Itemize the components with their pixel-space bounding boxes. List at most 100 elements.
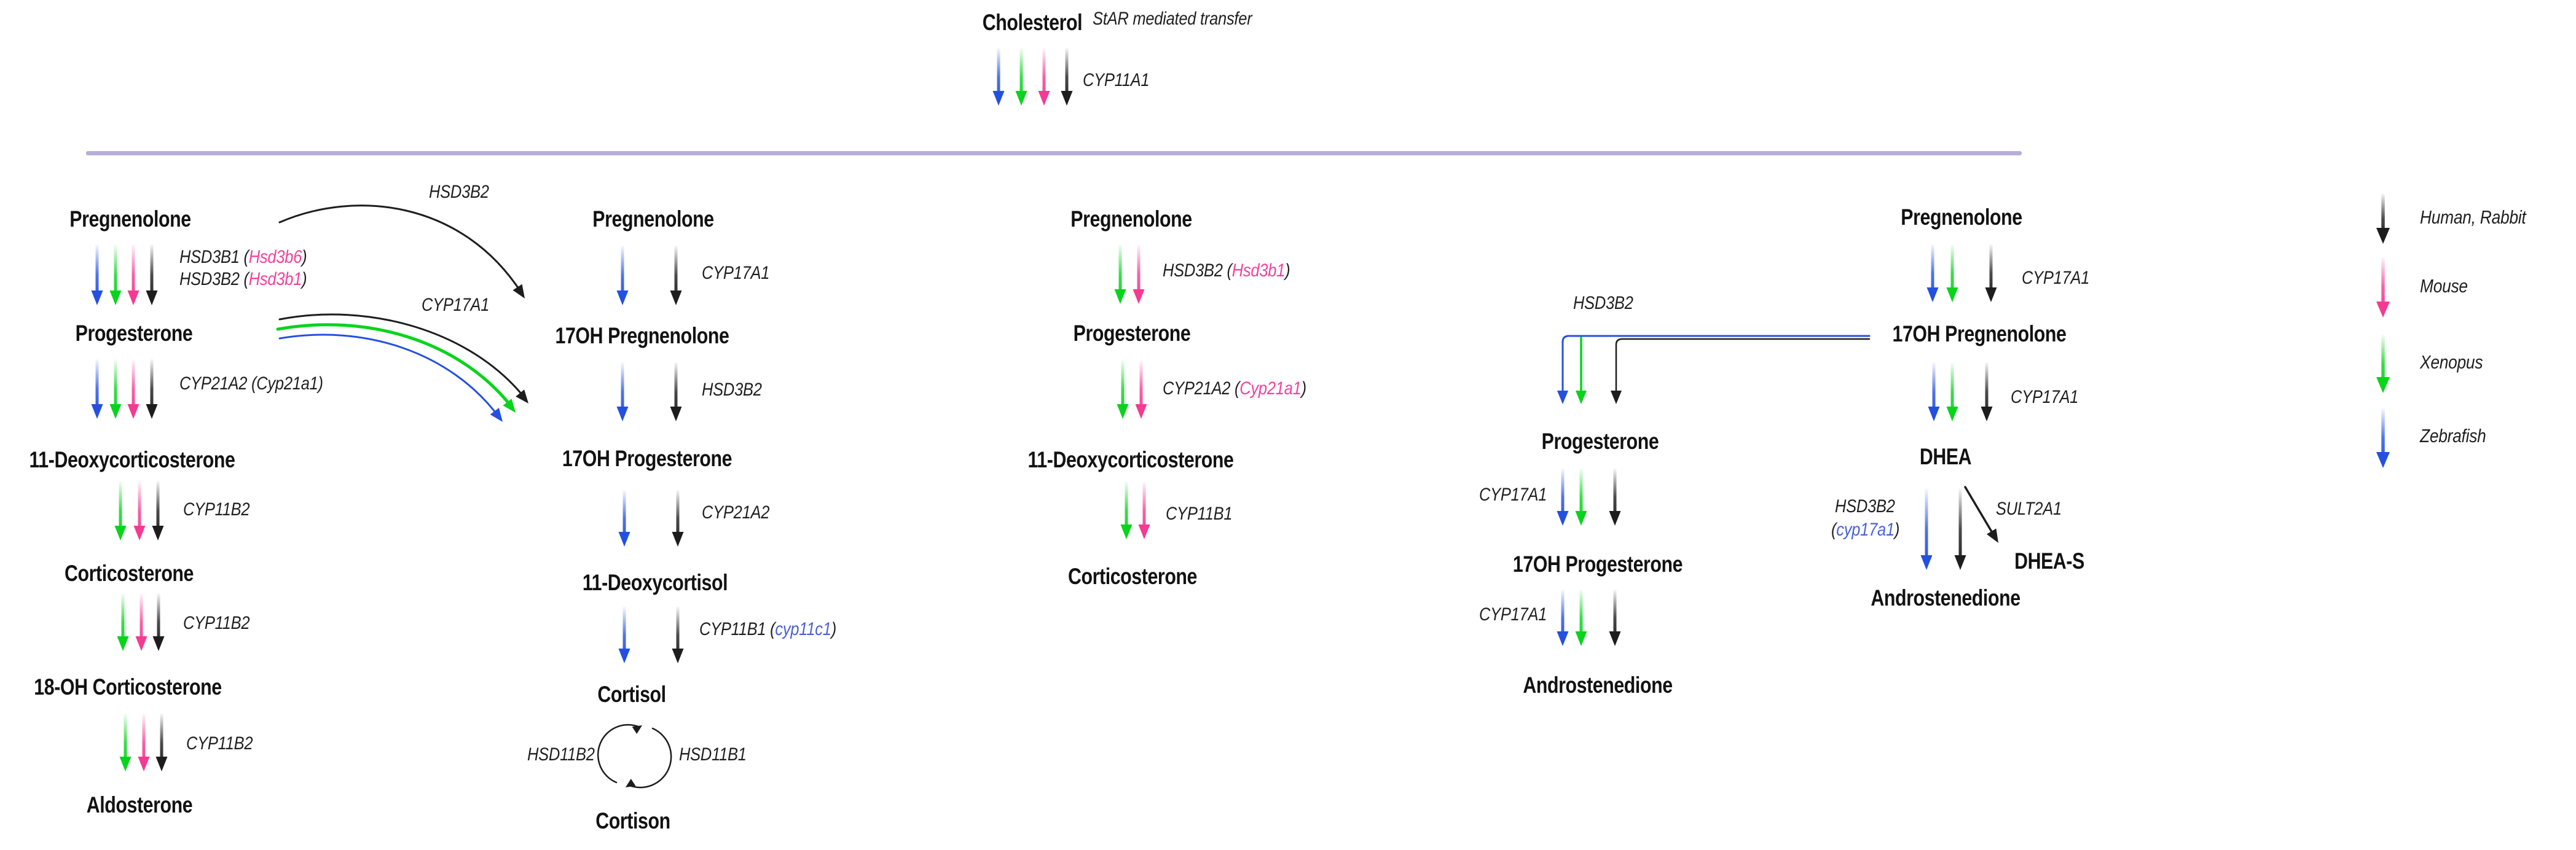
enzyme-label-cyp11a1-top: CYP11A1 xyxy=(1083,70,1150,91)
node-c2-pregnenolone: Pregnenolone xyxy=(592,206,714,232)
enzyme-label-part: Hsd3b6 xyxy=(248,247,302,267)
enzyme-label-part: CYP17A1 xyxy=(422,295,490,315)
enzyme-label-c2-cyp21a2: CYP21A2 xyxy=(702,502,769,523)
enzyme-label-part: StAR mediated transfer xyxy=(1093,9,1252,29)
flow-arrow-mouse-head xyxy=(2376,302,2390,318)
enzyme-label-part: CYP21A2 ( xyxy=(1163,378,1240,399)
enzyme-label-part: CYP21A2 (Cyp21a1) xyxy=(179,373,323,394)
node-c2-11-deoxycortisol: 11-Deoxycortisol xyxy=(582,570,728,595)
enzyme-label-part: ) xyxy=(1285,260,1290,281)
enzyme-label-part: HSD3B2 xyxy=(1835,496,1895,517)
flow-arrow-zebrafish-head xyxy=(618,532,630,547)
enzyme-label-part: CYP11B2 xyxy=(186,733,253,754)
node-c5-pregnenolone: Pregnenolone xyxy=(1901,205,2022,230)
flow-arrow-xenopus-head xyxy=(1946,407,1958,421)
enzyme-label-part: cyp17a1 xyxy=(1836,520,1895,540)
node-c2-cortison: Cortison xyxy=(595,808,670,833)
enzyme-label-c5-hsd3b2: HSD3B2 xyxy=(1835,496,1895,517)
flow-arrow-human-head xyxy=(670,407,682,421)
node-c4-androstenedione: Androstenedione xyxy=(1523,673,1673,698)
enzyme-label-part: CYP17A1 xyxy=(1479,604,1547,625)
cortisol-cortison-cycle-right-head xyxy=(626,778,636,787)
enzyme-label-part: HSD3B2 xyxy=(429,182,489,202)
flow-arrow-mouse-head xyxy=(1038,91,1050,106)
node-c2-cortisol: Cortisol xyxy=(597,682,666,707)
flow-arrow-human-head xyxy=(1609,631,1621,646)
enzyme-label-part: ) xyxy=(1894,520,1900,540)
flow-arrow-zebrafish-head xyxy=(616,407,629,421)
enzyme-label-part: ) xyxy=(1301,378,1306,399)
enzyme-label-c5-cyp17a1-a: CYP17A1 xyxy=(2022,268,2089,289)
legend-item-human: Human, Rabbit xyxy=(2420,206,2526,228)
enzyme-label-c2-cyp17a1: CYP17A1 xyxy=(702,263,769,284)
enzyme-label-part: HSD3B1 ( xyxy=(179,247,249,267)
enzyme-label-part: HSD11B2 xyxy=(527,744,595,765)
flow-arrow-zebrafish-head xyxy=(1928,407,1940,421)
legend-item-zebrafish: Zebrafish xyxy=(2420,425,2486,446)
flow-arrow-zebrafish-head xyxy=(1920,555,1933,570)
hsd3b2-bracket-human-head xyxy=(1611,391,1622,404)
cortisol-cortison-cycle-left-head xyxy=(632,725,642,735)
flow-arrow-xenopus-head xyxy=(1114,289,1126,304)
hsd3b2-bracket-zebrafish-head xyxy=(1557,391,1568,404)
enzyme-label-c3-cyp11b1: CYP11B1 xyxy=(1166,504,1233,524)
enzyme-label-part: HSD11B1 xyxy=(679,744,747,765)
sult2a1-arrow xyxy=(1964,486,1996,538)
flow-arrow-zebrafish-head xyxy=(91,290,103,305)
enzyme-label-c1-hsd3b1: HSD3B1 (Hsd3b6) xyxy=(179,247,307,268)
enzyme-label-part: ) xyxy=(302,247,307,267)
node-c5-dhea-s: DHEA-S xyxy=(2014,548,2084,574)
flow-arrow-mouse-head xyxy=(135,636,147,651)
enzyme-label-star-transfer: StAR mediated transfer xyxy=(1093,9,1252,29)
legend-item-mouse: Mouse xyxy=(2420,275,2468,297)
flow-arrow-zebrafish-head xyxy=(992,91,1005,106)
enzyme-label-hsd11b2: HSD11B2 xyxy=(527,744,595,765)
node-c1-progesterone: Progesterone xyxy=(75,321,193,346)
enzyme-label-part: SULT2A1 xyxy=(1996,499,2062,519)
node-c2-17oh-progesterone: 17OH Progesterone xyxy=(562,446,732,471)
cyp17a1-transfer-curve-xenopus xyxy=(276,323,514,409)
flow-arrow-xenopus-head xyxy=(109,290,122,305)
flow-arrow-human-head xyxy=(152,636,165,651)
enzyme-label-c1-cyp21a2: CYP21A2 (Cyp21a1) xyxy=(179,373,323,394)
flow-arrow-mouse-head xyxy=(127,404,139,419)
flow-arrow-xenopus-head xyxy=(1575,511,1587,526)
flow-arrow-xenopus-head xyxy=(1120,524,1133,539)
node-c5-17oh-pregnenolone: 17OH Pregnenolone xyxy=(1892,321,2067,346)
flow-arrow-zebrafish-head xyxy=(1557,631,1569,646)
node-c1-18-oh-corticosterone: 18-OH Corticosterone xyxy=(34,674,222,700)
enzyme-label-part: CYP17A1 xyxy=(1479,485,1547,505)
enzyme-label-c3-hsd3b2: HSD3B2 (Hsd3b1) xyxy=(1163,260,1290,281)
enzyme-label-part: Cyp21a1 xyxy=(1239,378,1302,399)
enzyme-label-c4-cyp17a1-a: CYP17A1 xyxy=(1479,485,1547,505)
node-c3-11-deoxycorticosterone: 11-Deoxycorticosterone xyxy=(1027,447,1234,472)
enzyme-label-part: Hsd3b1 xyxy=(248,269,302,289)
node-c4-progesterone: Progesterone xyxy=(1541,429,1659,454)
enzyme-label-part: HSD3B2 xyxy=(1573,293,1633,313)
enzyme-label-part: CYP11A1 xyxy=(1083,70,1150,90)
flow-arrow-xenopus-head xyxy=(119,757,132,771)
flow-arrow-human-head xyxy=(1609,511,1621,526)
hsd3b2-transfer-curve-head xyxy=(512,284,525,298)
enzyme-label-cyp17a1-curve-label: CYP17A1 xyxy=(422,295,489,316)
flow-arrow-zebrafish-head xyxy=(1926,287,1939,302)
node-c3-corticosterone: Corticosterone xyxy=(1067,564,1198,589)
cyp17a1-transfer-curve-zebrafish-head xyxy=(490,408,503,422)
enzyme-label-c5-cyp17a1-b: CYP17A1 xyxy=(2011,387,2078,408)
hsd3b2-transfer-curve xyxy=(278,205,522,294)
cortisol-cortison-cycle-left xyxy=(597,723,641,784)
flow-arrow-human-head xyxy=(146,404,158,419)
flow-arrow-human-head xyxy=(1061,91,1073,106)
flow-arrow-xenopus-head xyxy=(2376,377,2390,393)
enzyme-label-part: ) xyxy=(831,619,836,639)
enzyme-label-part: ) xyxy=(302,269,307,289)
hsd3b2-bracket-zebrafish xyxy=(1561,335,1871,397)
node-c1-corticosterone: Corticosterone xyxy=(64,561,194,586)
enzyme-label-c2-hsd3b2: HSD3B2 xyxy=(702,380,762,400)
enzyme-label-part: HSD3B2 xyxy=(702,380,762,400)
enzyme-label-sult2a1: SULT2A1 xyxy=(1996,499,2062,520)
flow-arrow-human-head xyxy=(670,290,682,305)
flow-arrow-zebrafish-head xyxy=(618,649,630,663)
